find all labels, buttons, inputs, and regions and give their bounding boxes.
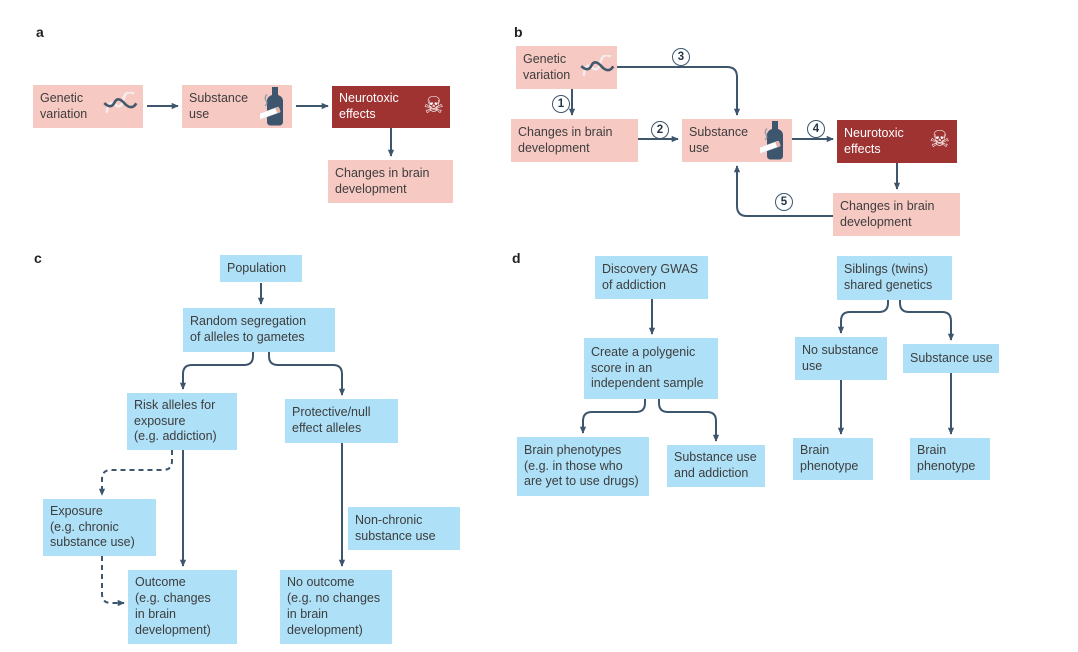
- box-c-population: Population: [220, 255, 302, 282]
- arrow-c-segregation-to-protective: [268, 352, 346, 396]
- arrow-b5-changes2-to-substance: [733, 165, 833, 217]
- box-d-substance-use-addiction: Substance use and addiction: [667, 445, 765, 487]
- bottle-cigarette-icon: [756, 120, 788, 166]
- box-text: Protective/null effect alleles: [292, 405, 371, 435]
- arrow-d-siblings-to-substance: [899, 300, 955, 341]
- dna-icon: [102, 90, 140, 121]
- box-text: No substance use: [802, 342, 879, 373]
- skull-crossbones-icon: ☠: [929, 127, 950, 153]
- box-text: Substance use: [910, 350, 993, 365]
- box-d-discovery-gwas: Discovery GWAS of addiction: [595, 256, 708, 299]
- panel-d-label: d: [512, 250, 521, 266]
- panel-b-label: b: [514, 24, 523, 40]
- panel-a-label: a: [36, 24, 44, 40]
- step-circle-1: 1: [552, 95, 570, 113]
- box-d-siblings-twins: Siblings (twins) shared genetics: [837, 256, 952, 300]
- dashed-arrow-c-risk-to-exposure: [98, 450, 173, 496]
- dna-icon: [579, 53, 617, 84]
- step-circle-3: 3: [672, 48, 690, 66]
- box-text: Brain phenotypes (e.g. in those who are …: [524, 442, 639, 489]
- box-text: Substance use and addiction: [674, 450, 757, 480]
- step-circle-5: 5: [775, 193, 793, 211]
- box-c-protective-alleles: Protective/null effect alleles: [285, 399, 398, 443]
- box-text: Non-chronic substance use: [355, 512, 436, 543]
- box-b-genetic-variation: Genetic variation: [516, 46, 617, 89]
- box-text: Risk alleles for exposure (e.g. addictio…: [134, 397, 217, 444]
- arrow-d-polygenic-to-substanceaddiction: [658, 399, 720, 442]
- box-text: Population: [227, 260, 287, 275]
- box-text: Substance use: [689, 124, 749, 155]
- box-c-nonchronic-substance-use: Non-chronic substance use: [348, 507, 460, 550]
- box-d-brain-phenotype-2: Brain phenotype: [910, 438, 990, 480]
- box-c-outcome: Outcome (e.g. changes in brain developme…: [128, 570, 237, 644]
- box-text: No outcome (e.g. no changes in brain dev…: [287, 575, 381, 637]
- box-d-brain-phenotype-1: Brain phenotype: [793, 438, 873, 480]
- box-text: Neurotoxic effects: [844, 125, 904, 156]
- box-text: Genetic variation: [40, 90, 88, 121]
- box-a-neurotoxic-effects: Neurotoxic effects ☠: [332, 86, 450, 128]
- bottle-cigarette-icon: [256, 86, 288, 132]
- box-d-polygenic-score: Create a polygenic score in an independe…: [584, 338, 718, 399]
- arrow-d-siblings-to-nosubstance: [837, 300, 889, 334]
- box-c-exposure: Exposure (e.g. chronic substance use): [43, 499, 156, 556]
- box-d-no-substance-use: No substance use: [795, 337, 887, 380]
- box-c-random-segregation: Random segregation of alleles to gametes: [183, 308, 335, 352]
- box-text: Siblings (twins) shared genetics: [844, 262, 933, 292]
- dashed-arrow-c-exposure-to-outcome: [101, 556, 125, 607]
- box-text: Create a polygenic score in an independe…: [591, 344, 704, 391]
- box-b-neurotoxic-effects: Neurotoxic effects ☠: [837, 120, 957, 163]
- arrow-b3-genetic-to-substance: [617, 66, 741, 116]
- box-a-changes-brain-development: Changes in brain development: [328, 160, 453, 203]
- box-d-brain-phenotypes: Brain phenotypes (e.g. in those who are …: [517, 437, 649, 496]
- box-text: Exposure (e.g. chronic substance use): [50, 503, 135, 550]
- box-text: Changes in brain development: [518, 124, 613, 155]
- step-circle-2: 2: [651, 121, 669, 139]
- box-d-substance-use: Substance use: [903, 344, 999, 373]
- box-text: Random segregation of alleles to gametes: [190, 314, 307, 344]
- arrow-c-segregation-to-risk: [179, 352, 254, 390]
- panel-c-label: c: [34, 250, 42, 266]
- box-text: Brain phenotype: [800, 443, 859, 473]
- skull-crossbones-icon: ☠: [423, 93, 444, 119]
- box-b-changes-brain-development-2: Changes in brain development: [833, 193, 960, 236]
- box-a-genetic-variation: Genetic variation: [33, 85, 143, 128]
- arrow-d-polygenic-to-brainphenotypes: [579, 399, 646, 434]
- box-b-changes-brain-development-1: Changes in brain development: [511, 119, 638, 162]
- box-text: Outcome (e.g. changes in brain developme…: [135, 575, 211, 637]
- box-text: Changes in brain development: [335, 165, 430, 196]
- box-text: Brain phenotype: [917, 443, 976, 473]
- box-text: Discovery GWAS of addiction: [602, 261, 699, 292]
- box-a-substance-use: Substance use: [182, 85, 292, 128]
- box-text: Substance use: [189, 90, 249, 121]
- box-text: Neurotoxic effects: [339, 91, 399, 121]
- box-c-risk-alleles: Risk alleles for exposure (e.g. addictio…: [127, 393, 237, 450]
- step-circle-4: 4: [807, 120, 825, 138]
- box-text: Genetic variation: [523, 51, 571, 82]
- box-b-substance-use: Substance use: [682, 119, 792, 162]
- box-text: Changes in brain development: [840, 198, 935, 229]
- box-c-no-outcome: No outcome (e.g. no changes in brain dev…: [280, 570, 392, 644]
